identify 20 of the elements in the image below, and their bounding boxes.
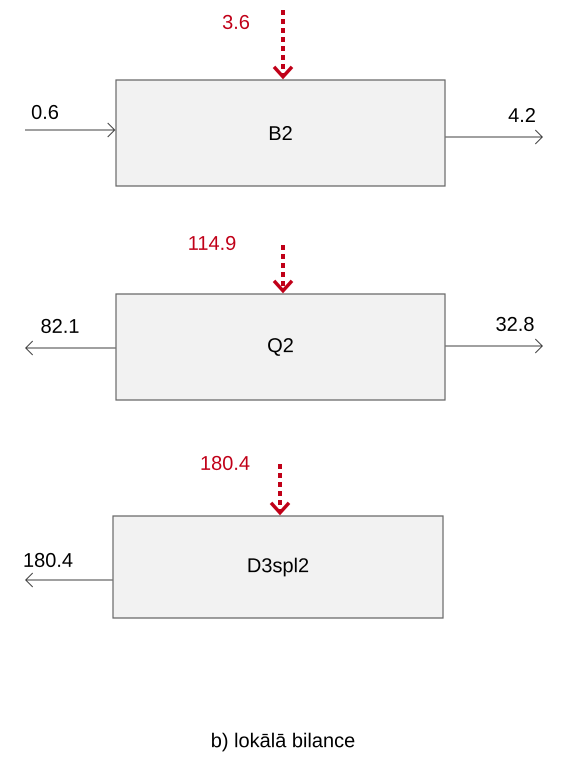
arrow — [272, 10, 294, 80]
edge-label: 114.9 — [189, 236, 236, 250]
arrow — [24, 122, 116, 138]
edge-label: 0.6 — [32, 104, 58, 120]
arrow — [25, 572, 113, 588]
edge-label: 4.2 — [508, 108, 535, 122]
edge-label: 82.1 — [41, 318, 78, 334]
edge-label: 32.8 — [496, 316, 534, 332]
edge-label: 180.4 — [24, 552, 72, 568]
edge-label: 3.6 — [222, 14, 250, 30]
arrow — [445, 130, 543, 144]
edge-label: 180.4 — [202, 456, 250, 470]
arrow — [445, 338, 543, 354]
process-box: D3spl2 — [112, 515, 444, 619]
process-box: Q2 — [115, 293, 446, 401]
process-box: B2 — [115, 79, 446, 187]
arrow — [272, 245, 294, 294]
arrow — [270, 464, 290, 516]
arrow — [25, 340, 116, 356]
caption: b) lokālā bilance — [212, 732, 354, 752]
